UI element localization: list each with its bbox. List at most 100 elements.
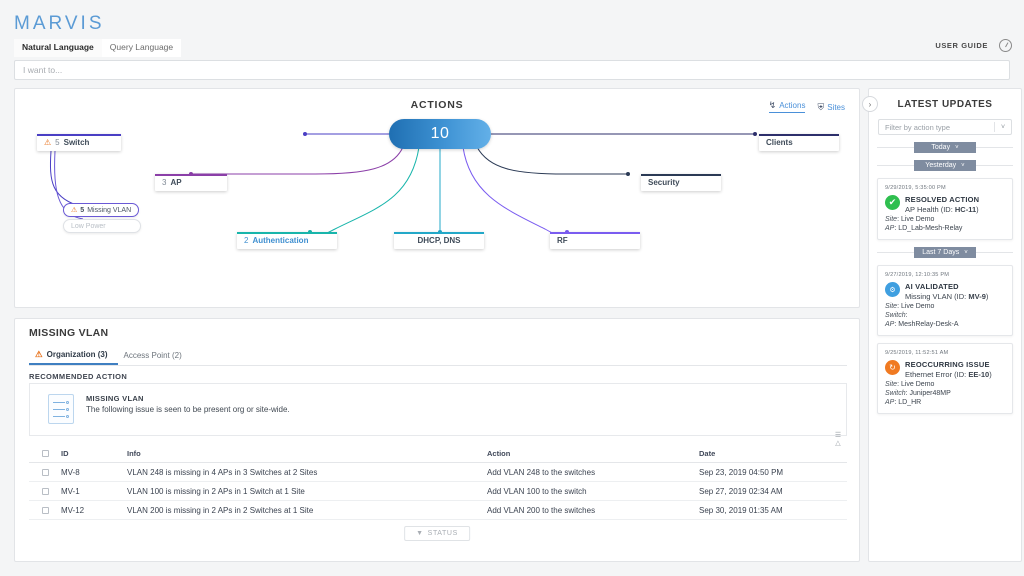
table-tools[interactable]: ☰ △ bbox=[831, 432, 845, 448]
view-toggle-sites[interactable]: ⛨ Sites bbox=[817, 101, 845, 112]
column-header-action[interactable]: Action bbox=[487, 448, 511, 458]
tab-access-point[interactable]: Access Point (2) bbox=[118, 349, 192, 365]
actions-icon: ↯ bbox=[768, 100, 777, 110]
tab-organization[interactable]: ⚠ Organization (3) bbox=[29, 349, 118, 365]
chevron-down-icon: ˅ bbox=[955, 144, 959, 151]
view-toggle-actions-label: Actions bbox=[779, 101, 806, 110]
column-settings-icon[interactable]: ☰ bbox=[834, 432, 842, 439]
cell-action: Add VLAN 248 to the switches bbox=[487, 467, 596, 477]
update-card[interactable]: 9/27/2019, 12:10:35 PM ⚙ AI VALIDATED Mi… bbox=[877, 265, 1013, 336]
node-rf-bar bbox=[550, 232, 640, 234]
cell-info: VLAN 248 is missing in 4 APs in 3 Switch… bbox=[127, 467, 318, 477]
node-authentication-label: Authentication bbox=[252, 236, 309, 245]
column-header-id[interactable]: ID bbox=[61, 448, 69, 458]
group-chip-today-label: Today bbox=[931, 144, 951, 151]
node-ap-bar bbox=[155, 174, 227, 176]
pill-low-power[interactable]: Low Power bbox=[63, 219, 141, 233]
table-row[interactable]: MV-8 VLAN 248 is missing in 4 APs in 3 S… bbox=[29, 463, 847, 482]
recommendation-box: MISSING VLAN The following issue is seen… bbox=[29, 383, 847, 436]
node-dhcp-dns-bar bbox=[394, 232, 484, 234]
select-all-checkbox[interactable] bbox=[41, 449, 49, 457]
filter-icon[interactable]: △ bbox=[835, 440, 841, 447]
row-checkbox-cell[interactable] bbox=[29, 468, 61, 476]
warning-icon: ⚠ bbox=[35, 348, 43, 359]
node-clients[interactable]: Clients bbox=[759, 134, 839, 151]
node-switch[interactable]: ⚠ 5 Switch bbox=[37, 134, 121, 151]
update-site-label: Site bbox=[885, 381, 898, 388]
select-all-checkbox-cell[interactable] bbox=[29, 449, 61, 457]
node-dhcp-dns[interactable]: DHCP, DNS bbox=[394, 232, 484, 249]
help-circle-icon[interactable] bbox=[999, 39, 1012, 52]
sites-icon: ⛨ bbox=[817, 101, 825, 112]
update-switch: Juniper48MP bbox=[909, 390, 951, 397]
tab-natural-language[interactable]: Natural Language bbox=[14, 39, 102, 57]
group-chip-last7days[interactable]: Last 7 Days ˅ bbox=[914, 247, 976, 258]
marvis-logo: MARVIS bbox=[14, 13, 105, 34]
status-button[interactable]: ▼ STATUS bbox=[404, 526, 470, 541]
pill-missing-vlan-count: 5 bbox=[80, 206, 85, 214]
check-circle-icon: ✔ bbox=[885, 195, 900, 210]
pill-missing-vlan[interactable]: ⚠ 5 Missing VLAN bbox=[63, 203, 140, 217]
update-subject-suffix: ) bbox=[989, 370, 992, 379]
latest-updates-panel: LATEST UPDATES Filter by action type ˅ T… bbox=[868, 88, 1022, 562]
column-header-date[interactable]: Date bbox=[699, 448, 716, 458]
cell-info: VLAN 200 is missing in 2 APs in 2 Switch… bbox=[127, 505, 314, 515]
table-row[interactable]: MV-1 VLAN 100 is missing in 2 APs in 1 S… bbox=[29, 482, 847, 501]
action-type-filter[interactable]: Filter by action type ˅ bbox=[878, 119, 1012, 135]
search-bar[interactable] bbox=[14, 60, 1010, 80]
row-checkbox[interactable] bbox=[41, 487, 49, 495]
divider bbox=[994, 122, 995, 132]
warning-icon: ⚠ bbox=[44, 137, 52, 147]
group-chip-last7days-label: Last 7 Days bbox=[922, 249, 960, 256]
hub-node[interactable]: 10 bbox=[389, 119, 491, 149]
actions-panel: ACTIONS ↯ Actions ⛨ Sites bbox=[14, 88, 860, 308]
language-tabs: Natural Language Query Language bbox=[14, 39, 182, 57]
update-timestamp: 9/27/2019, 12:10:35 PM bbox=[885, 272, 950, 278]
recommendation-title: MISSING VLAN bbox=[86, 394, 144, 403]
row-checkbox-cell[interactable] bbox=[29, 506, 61, 514]
node-authentication-count: 2 bbox=[244, 236, 249, 245]
update-ap-label: AP bbox=[885, 225, 895, 232]
chevron-down-icon: ▼ bbox=[416, 530, 424, 537]
vlan-table: ☰ △ ID Info Action Date MV-8 VLAN 248 is… bbox=[29, 432, 847, 520]
tab-query-language[interactable]: Query Language bbox=[101, 39, 182, 57]
search-input[interactable] bbox=[23, 65, 1009, 75]
group-chip-today[interactable]: Today ˅ bbox=[914, 142, 976, 153]
chevron-down-icon[interactable]: ˅ bbox=[1000, 123, 1006, 131]
table-header-row: ID Info Action Date bbox=[29, 444, 847, 463]
column-header-info[interactable]: Info bbox=[127, 448, 141, 458]
pill-missing-vlan-label: Missing VLAN bbox=[87, 206, 132, 214]
view-toggle-actions[interactable]: ↯ Actions bbox=[768, 100, 806, 113]
update-card[interactable]: 9/29/2019, 5:35:00 PM ✔ RESOLVED ACTION … bbox=[877, 178, 1013, 240]
node-security[interactable]: Security bbox=[641, 174, 721, 191]
update-site: Live Demo bbox=[900, 381, 935, 388]
row-checkbox-cell[interactable] bbox=[29, 487, 61, 495]
actions-title: ACTIONS bbox=[410, 99, 464, 111]
user-guide-link[interactable]: USER GUIDE bbox=[935, 41, 988, 50]
group-chip-yesterday[interactable]: Yesterday ˅ bbox=[914, 160, 976, 171]
warning-icon: ⚠ bbox=[71, 207, 78, 214]
latest-updates-title: LATEST UPDATES bbox=[897, 99, 993, 110]
table-row[interactable]: MV-12 VLAN 200 is missing in 2 APs in 2 … bbox=[29, 501, 847, 520]
cell-id: MV-8 bbox=[61, 467, 80, 477]
reoccurring-issue-icon: ↻ bbox=[885, 360, 900, 375]
view-toggle-sites-label: Sites bbox=[827, 102, 845, 112]
update-switch-label: Switch bbox=[885, 390, 906, 397]
cell-date: Sep 30, 2019 01:35 AM bbox=[699, 505, 783, 515]
node-switch-label: Switch bbox=[63, 138, 90, 147]
node-ap[interactable]: 3 AP bbox=[155, 174, 227, 191]
update-subject-prefix: AP Health (ID: bbox=[905, 205, 955, 214]
update-timestamp: 9/25/2019, 11:52:51 AM bbox=[885, 350, 949, 356]
node-security-label: Security bbox=[648, 178, 680, 187]
update-title: REOCCURRING ISSUE bbox=[905, 360, 990, 369]
row-checkbox[interactable] bbox=[41, 468, 49, 476]
node-rf[interactable]: RF bbox=[550, 232, 640, 249]
row-checkbox[interactable] bbox=[41, 506, 49, 514]
view-toggle: ↯ Actions ⛨ Sites bbox=[768, 100, 845, 113]
node-authentication[interactable]: 2 Authentication bbox=[237, 232, 337, 249]
update-subject-id: EE-10 bbox=[968, 370, 990, 379]
chevron-right-icon[interactable]: › bbox=[862, 96, 878, 112]
node-switch-count: 5 bbox=[55, 138, 60, 147]
update-card[interactable]: 9/25/2019, 11:52:51 AM ↻ REOCCURRING ISS… bbox=[877, 343, 1013, 414]
